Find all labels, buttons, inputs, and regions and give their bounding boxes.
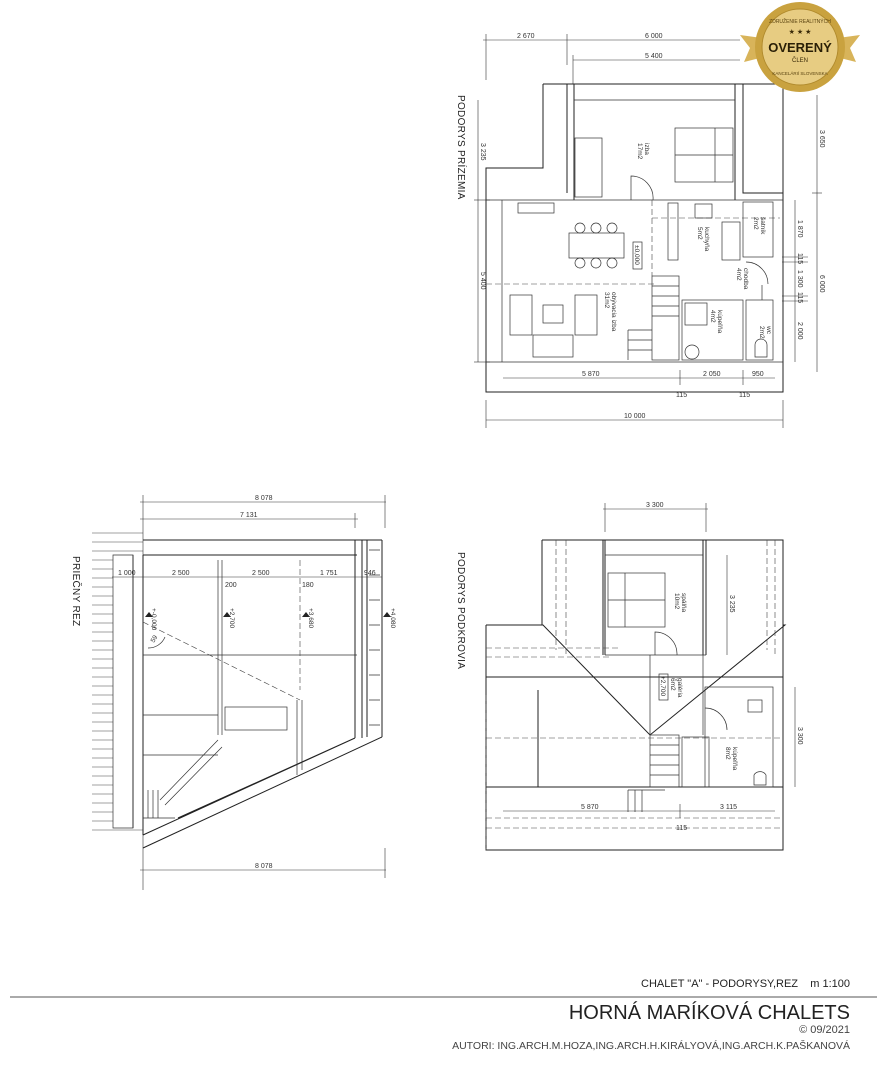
svg-text:3 235: 3 235	[479, 143, 486, 161]
svg-text:+3,680: +3,680	[307, 608, 314, 628]
bathroom	[681, 299, 744, 361]
svg-text:950: 950	[752, 371, 764, 378]
double-bed	[674, 127, 734, 183]
sofa-set	[509, 294, 598, 358]
svg-text:115: 115	[676, 392, 687, 399]
svg-text:5 870: 5 870	[582, 371, 600, 378]
dimension-lines-top: 2 670 6 000 5 400	[483, 33, 740, 84]
ground-plan-title: PODORYS PRÍZEMIA	[455, 95, 468, 200]
svg-text:ZDRUŽENIE REALITNÝCH: ZDRUŽENIE REALITNÝCH	[769, 17, 831, 25]
svg-text:kúpeľňa4m2: kúpeľňa4m2	[709, 310, 723, 334]
dimension-lines-left: 3 235 5 400	[474, 100, 490, 363]
svg-text:+2,700: +2,700	[228, 608, 235, 628]
svg-text:5 400: 5 400	[645, 53, 663, 60]
svg-text:200: 200	[225, 582, 237, 589]
svg-text:180: 180	[302, 582, 314, 589]
svg-text:115: 115	[796, 292, 803, 303]
level-markers: +-0,000 +2,700 +3,680 +4,080	[145, 608, 396, 631]
svg-text:spálňa10m2: spálňa10m2	[673, 593, 687, 613]
authors: AUTORI: ING.ARCH.M.HOZA,ING.ARCH.H.KIRÁL…	[452, 1040, 850, 1052]
svg-text:★ ★ ★: ★ ★ ★	[789, 28, 812, 36]
svg-text:946: 946	[364, 570, 376, 577]
svg-text:izba17m2: izba17m2	[636, 143, 650, 160]
svg-text:1 751: 1 751	[320, 570, 338, 577]
svg-text:5 870: 5 870	[581, 804, 599, 811]
svg-text:kuchyňa5m2: kuchyňa5m2	[696, 227, 710, 252]
ground-hatch	[92, 532, 143, 831]
ground-floor-plan: PODORYS PRÍZEMIA 2 670 6 000 5 400 3 235…	[455, 33, 825, 428]
svg-text:115: 115	[676, 825, 687, 832]
svg-text:3 300: 3 300	[796, 727, 803, 745]
svg-text:3 115: 3 115	[720, 804, 737, 811]
svg-text:2 500: 2 500	[172, 570, 190, 577]
svg-text:3 300: 3 300	[646, 502, 664, 509]
svg-text:8 078: 8 078	[255, 495, 273, 502]
dimension-lines-right: 3 650 6 000 1 870 115 1 300 115 2 000	[782, 95, 825, 372]
svg-text:1 300: 1 300	[796, 270, 803, 288]
svg-text:1 000: 1 000	[118, 570, 136, 577]
svg-text:2 050: 2 050	[703, 371, 721, 378]
double-bed	[607, 572, 666, 628]
project-title: HORNÁ MARÍKOVÁ CHALETS	[568, 1002, 850, 1024]
svg-text:3 650: 3 650	[818, 130, 825, 148]
svg-text:8 078: 8 078	[255, 863, 273, 870]
wc	[745, 299, 774, 361]
stairs	[627, 275, 680, 361]
svg-text:115: 115	[739, 392, 750, 399]
svg-text:obývacia izba31m2: obývacia izba31m2	[603, 292, 617, 332]
svg-text:7 131: 7 131	[240, 512, 258, 519]
svg-text:wc2m2: wc2m2	[758, 325, 772, 339]
sheet-title: CHALET "A" - PODORYSY,REZ m 1:100	[641, 978, 850, 990]
svg-text:+-0,000: +-0,000	[150, 608, 157, 631]
svg-text:chodba4m2: chodba4m2	[735, 268, 749, 290]
attic-floor-plan: PODORYS PODKROVIA 3 300 spálňa10m2 galér…	[455, 502, 803, 851]
door	[630, 175, 654, 201]
svg-text:±0,000: ±0,000	[633, 245, 640, 265]
svg-text:3 235: 3 235	[728, 595, 735, 613]
attic-plan-title: PODORYS PODKROVIA	[455, 552, 466, 669]
svg-text:115: 115	[796, 253, 803, 264]
dimension-lines-bottom: 5 870 2 050 950 115 115 10 000	[485, 370, 784, 428]
stairs	[627, 734, 680, 812]
svg-text:6 000: 6 000	[818, 275, 825, 293]
svg-text:2 000: 2 000	[796, 322, 803, 340]
room-labels: izba17m2 kuchyňa5m2 šatník2m2 chodba4m2 …	[603, 143, 772, 339]
sheet-name: CHALET "A" - PODORYSY,REZ	[641, 978, 799, 990]
svg-text:ČLEN: ČLEN	[792, 57, 808, 64]
copyright: © 09/2021	[799, 1024, 850, 1036]
svg-text:OVERENÝ: OVERENÝ	[768, 40, 832, 55]
svg-text:+2,700: +2,700	[659, 676, 666, 696]
section-title: PRIEČNY REZ	[70, 556, 83, 626]
svg-text:6 000: 6 000	[645, 33, 663, 40]
svg-text:kúpeľňa8m2: kúpeľňa8m2	[724, 747, 738, 771]
dining-table	[568, 222, 625, 269]
svg-text:+4,080: +4,080	[389, 608, 396, 628]
svg-text:KANCELÁRIÍ SLOVENSKA: KANCELÁRIÍ SLOVENSKA	[772, 70, 827, 76]
svg-text:šatník2m2: šatník2m2	[752, 217, 766, 235]
svg-text:galéria6m2: galéria6m2	[669, 678, 683, 698]
wardrobe	[574, 137, 603, 198]
stove-icon	[694, 203, 713, 219]
verified-member-badge: ZDRUŽENIE REALITNÝCH ★ ★ ★ OVERENÝ ČLEN …	[740, 2, 860, 92]
cross-section: PRIEČNY REZ 8 078 7 131 1 000 2 500 200 …	[70, 495, 396, 890]
svg-text:59: 59	[150, 634, 160, 644]
scale: m 1:100	[810, 978, 850, 990]
svg-text:2 670: 2 670	[517, 33, 535, 40]
svg-text:2 500: 2 500	[252, 570, 270, 577]
room-labels: spálňa10m2 galéria6m2 kúpeľňa8m2 +2,700	[658, 593, 738, 771]
svg-text:1 870: 1 870	[796, 220, 803, 238]
svg-text:10 000: 10 000	[624, 413, 646, 420]
svg-text:5 400: 5 400	[479, 272, 486, 290]
boiler-icon	[684, 344, 700, 360]
